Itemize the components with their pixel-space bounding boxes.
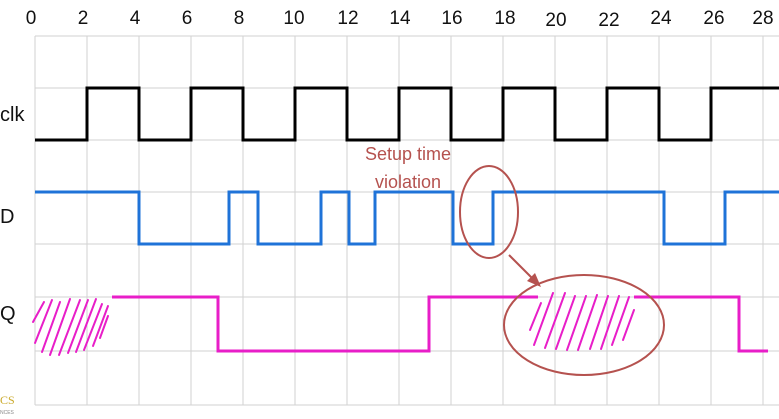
time-tick-24: 24 <box>650 8 672 29</box>
annotation-arrow <box>508 254 541 287</box>
q-waveform-tail <box>634 295 768 353</box>
time-tick-10: 10 <box>283 8 304 29</box>
q-unknown-hatch-violation <box>529 292 635 351</box>
time-tick-14: 14 <box>389 8 411 29</box>
violation-highlight-ellipse <box>459 165 519 259</box>
q-label: Q <box>0 303 16 325</box>
annotation-line-2: violation <box>375 172 441 192</box>
time-tick-4: 4 <box>130 8 141 29</box>
corner-logo-subtext: NCES <box>0 410 15 416</box>
annotation-line-1: Setup time <box>365 144 451 164</box>
q-uncertain-highlight-ellipse <box>503 274 665 376</box>
q-waveform <box>112 295 538 353</box>
time-tick-0: 0 <box>26 8 37 29</box>
time-tick-16: 16 <box>441 8 462 29</box>
time-tick-8: 8 <box>234 8 245 29</box>
time-axis: 0 2 4 6 8 10 12 14 16 18 20 22 24 26 28 <box>26 8 774 31</box>
time-tick-6: 6 <box>182 8 193 29</box>
q-unknown-hatch-start <box>32 298 109 356</box>
time-tick-26: 26 <box>703 8 724 29</box>
time-tick-22: 22 <box>598 10 619 31</box>
d-waveform <box>35 190 779 246</box>
time-tick-28: 28 <box>752 8 773 29</box>
time-tick-18: 18 <box>494 8 515 29</box>
time-tick-20: 20 <box>545 10 566 31</box>
time-tick-12: 12 <box>337 8 358 29</box>
clk-waveform <box>35 86 779 142</box>
time-tick-2: 2 <box>78 8 89 29</box>
corner-logo-text: CS <box>0 393 15 407</box>
d-label: D <box>0 206 14 228</box>
clk-label: clk <box>0 104 25 126</box>
